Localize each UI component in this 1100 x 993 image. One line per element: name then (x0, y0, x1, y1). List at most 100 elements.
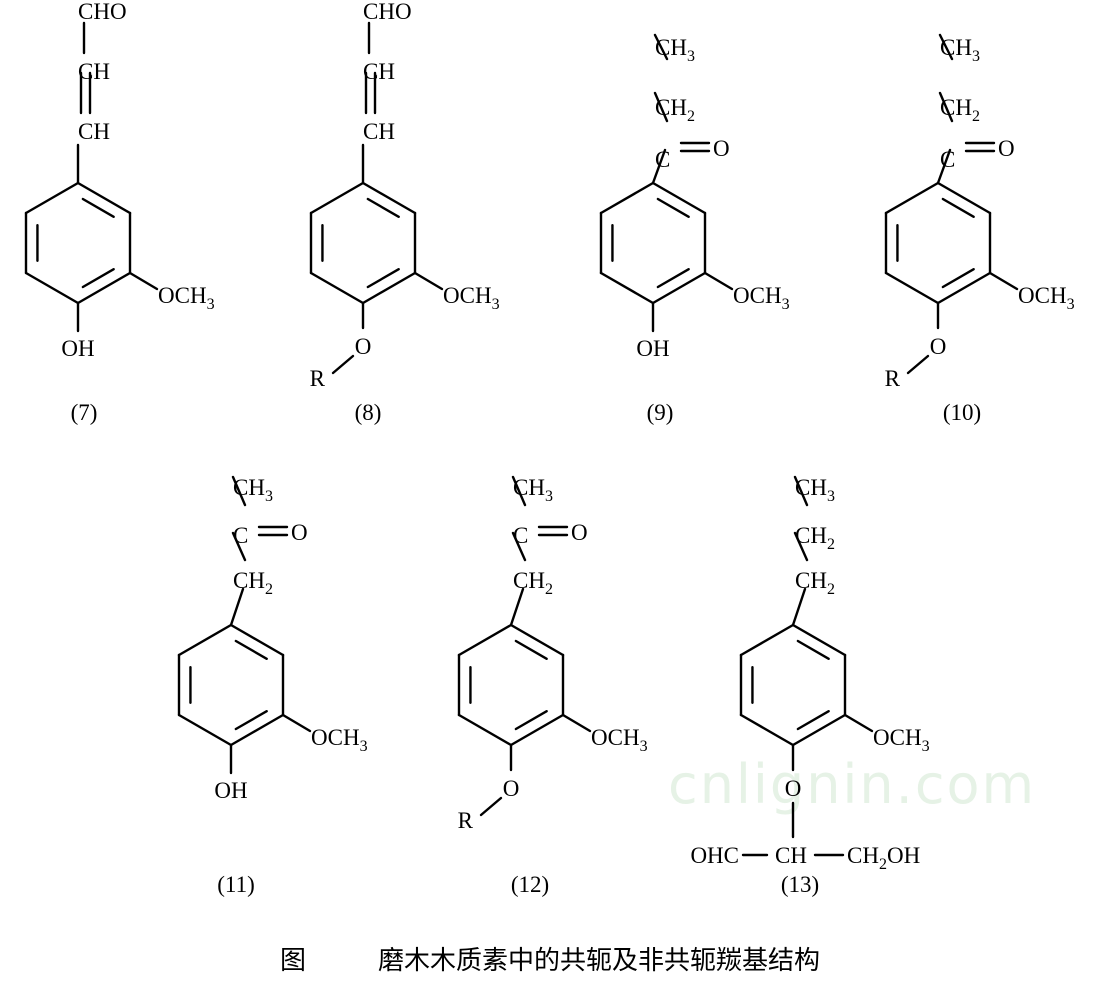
ring-bond (229, 713, 285, 747)
bond-chain (938, 91, 954, 123)
compound-number: (13) (781, 872, 819, 897)
ring-bond (884, 271, 940, 305)
ring-bond (884, 181, 940, 215)
ring-double-bond (941, 197, 975, 218)
ring-bond (309, 181, 365, 215)
bond-methoxy (843, 713, 874, 733)
compound-number: (8) (355, 400, 382, 425)
ring-double-bond (366, 197, 400, 218)
r-group-label: R (310, 366, 326, 391)
methylene-label: CH2 (795, 523, 835, 553)
methoxy-label: OCH3 (733, 283, 790, 313)
bond-chain (231, 531, 247, 562)
ether-oxygen-label: O (930, 334, 947, 359)
caption-title: 磨木木质素中的共轭及非共轭羰基结构 (378, 946, 821, 976)
r-group-label: R (458, 808, 474, 833)
ch-label: CH (78, 119, 110, 144)
carbonyl-carbon-label: C (233, 523, 248, 548)
ring-double-bond (234, 710, 268, 731)
ch-label: CH (363, 59, 395, 84)
carbonyl-carbon-label: C (940, 147, 955, 172)
ring-double-bond (514, 710, 548, 731)
ring-bond (791, 623, 847, 657)
hydroxyl-label: OH (636, 336, 669, 361)
compound-number: (7) (71, 400, 98, 425)
methoxy-label: OCH3 (311, 725, 368, 755)
bond-chain (511, 475, 527, 507)
ring-double-bond (81, 197, 115, 218)
bond-methoxy (413, 271, 444, 291)
ring-bond (457, 713, 513, 747)
ring-bond (76, 181, 132, 215)
bond-methoxy (561, 713, 592, 733)
compound-number: (9) (647, 400, 674, 425)
ring-bond (739, 623, 795, 657)
methylene-label: CH2 (655, 95, 695, 125)
bond-chain (793, 531, 809, 562)
bond-methoxy (281, 713, 312, 733)
methylene-label: CH2 (233, 568, 273, 598)
ring-bond (651, 271, 707, 305)
methylene-label: CH2 (940, 95, 980, 125)
methoxy-label: OCH3 (591, 725, 648, 755)
compound-number: (10) (943, 400, 981, 425)
bond-chain (509, 587, 525, 627)
ring-double-bond (796, 710, 830, 731)
carbonyl-oxygen-label: O (713, 136, 730, 161)
aldehyde-label: CHO (363, 0, 412, 24)
aldehyde-label: OHC (690, 843, 739, 868)
ether-oxygen-label: O (355, 334, 372, 359)
bond-chain (791, 587, 807, 627)
carbonyl-oxygen-label: O (571, 520, 588, 545)
hydroxyl-label: OH (61, 336, 94, 361)
ch-label: CH (78, 59, 110, 84)
methyl-label: CH3 (795, 475, 835, 505)
watermark: cnlignin.com (668, 753, 1036, 816)
bond-methoxy (703, 271, 734, 291)
methylene-label: CH2 (513, 568, 553, 598)
ring-bond (936, 271, 992, 305)
bond-chain (936, 148, 952, 185)
hydroxymethyl-label: CH2OH (847, 843, 920, 873)
bond-methoxy (988, 271, 1019, 291)
compound-number: (11) (217, 872, 254, 897)
methyl-label: CH3 (233, 475, 273, 505)
ch-label: CH (775, 843, 807, 868)
ring-bond (177, 623, 233, 657)
methoxy-label: OCH3 (1018, 283, 1075, 313)
ring-bond (739, 713, 795, 747)
ring-double-bond (656, 197, 690, 218)
methyl-label: CH3 (940, 35, 980, 65)
carbonyl-carbon-label: C (513, 523, 528, 548)
carbonyl-oxygen-label: O (998, 136, 1015, 161)
ring-double-bond (234, 639, 268, 660)
ether-oxygen-label: O (785, 776, 802, 801)
ring-bond (309, 271, 365, 305)
r-group-label: R (885, 366, 901, 391)
ring-double-bond (514, 639, 548, 660)
ring-bond (24, 271, 80, 305)
compound-number: (12) (511, 872, 549, 897)
ring-double-bond (941, 268, 975, 289)
bond-chain (653, 33, 669, 61)
ring-double-bond (81, 268, 115, 289)
methylene-label: CH2 (795, 568, 835, 598)
methyl-label: CH3 (513, 475, 553, 505)
bond-chain (511, 531, 527, 562)
ring-double-bond (796, 639, 830, 660)
methoxy-label: OCH3 (443, 283, 500, 313)
bond-chain (229, 587, 245, 627)
ch-label: CH (363, 119, 395, 144)
bond-chain (653, 91, 669, 123)
carbonyl-oxygen-label: O (291, 520, 308, 545)
carbonyl-carbon-label: C (655, 147, 670, 172)
methyl-label: CH3 (655, 35, 695, 65)
ring-bond (361, 181, 417, 215)
methoxy-label: OCH3 (873, 725, 930, 755)
